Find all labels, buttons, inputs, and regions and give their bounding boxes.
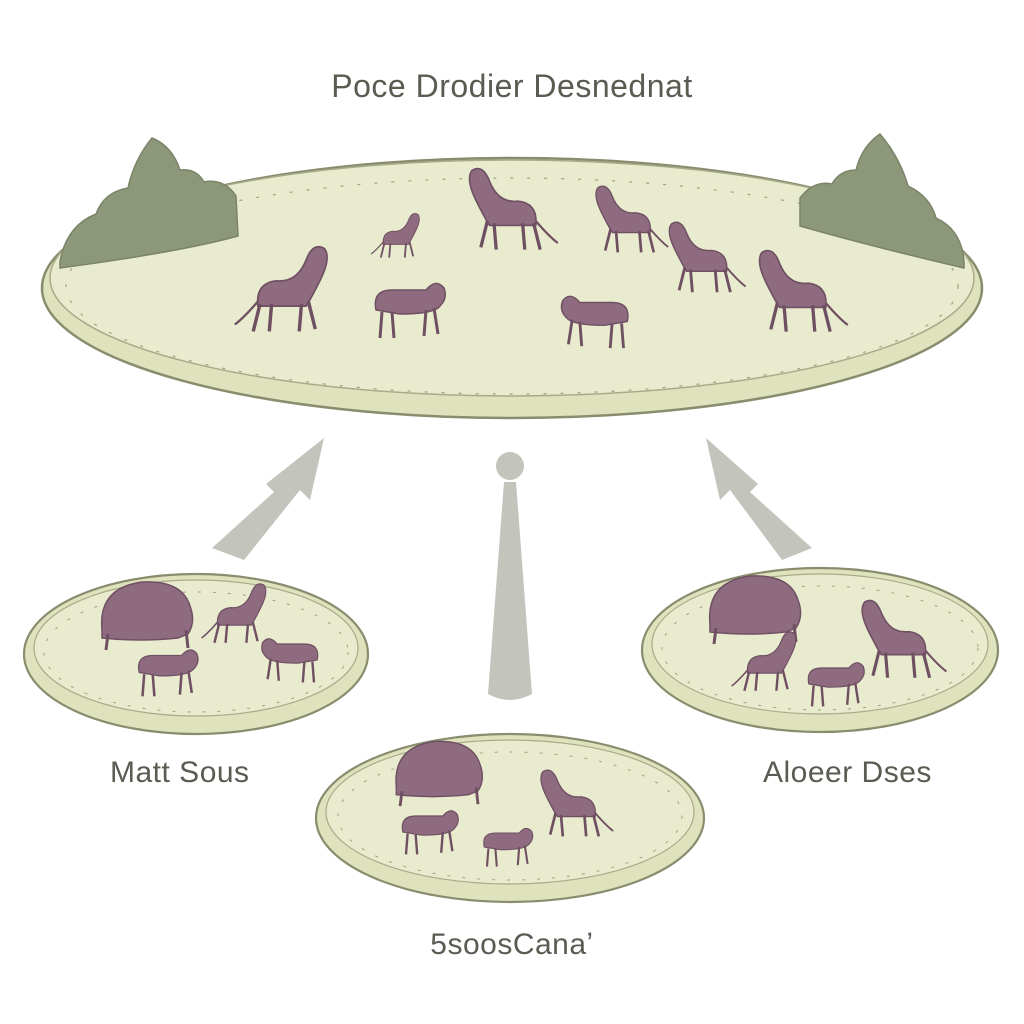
main-platform-inner-border [65, 177, 959, 395]
bottom-platform-surface [325, 739, 695, 885]
arrow-right-to-main [706, 438, 812, 560]
right-habitat-node [640, 566, 1000, 734]
tree-icon [59, 137, 239, 269]
diagram-title: Poce Drodier Desnednat [331, 68, 693, 104]
main-platform-surface [49, 159, 975, 397]
arrow-left-to-main [212, 438, 324, 560]
left-habitat-node [22, 572, 370, 736]
bottom-habitat-node [314, 732, 706, 904]
right-platform-inner-border [661, 585, 979, 711]
right-platform-surface [651, 573, 989, 715]
right-node-label: Aloeer Dses [763, 756, 932, 789]
connector-group [212, 438, 812, 700]
left-platform-inner-border [43, 591, 349, 713]
bottom-node-label: 5soosCanaʼ [430, 928, 594, 961]
arrow-bottom-to-main [488, 482, 532, 700]
arrow-bottom-head [496, 452, 524, 480]
main-habitat-node [40, 133, 984, 420]
tree-icon [799, 133, 965, 269]
left-node-label: Matt Sous [110, 756, 250, 789]
bottom-platform-inner-border [337, 751, 683, 881]
